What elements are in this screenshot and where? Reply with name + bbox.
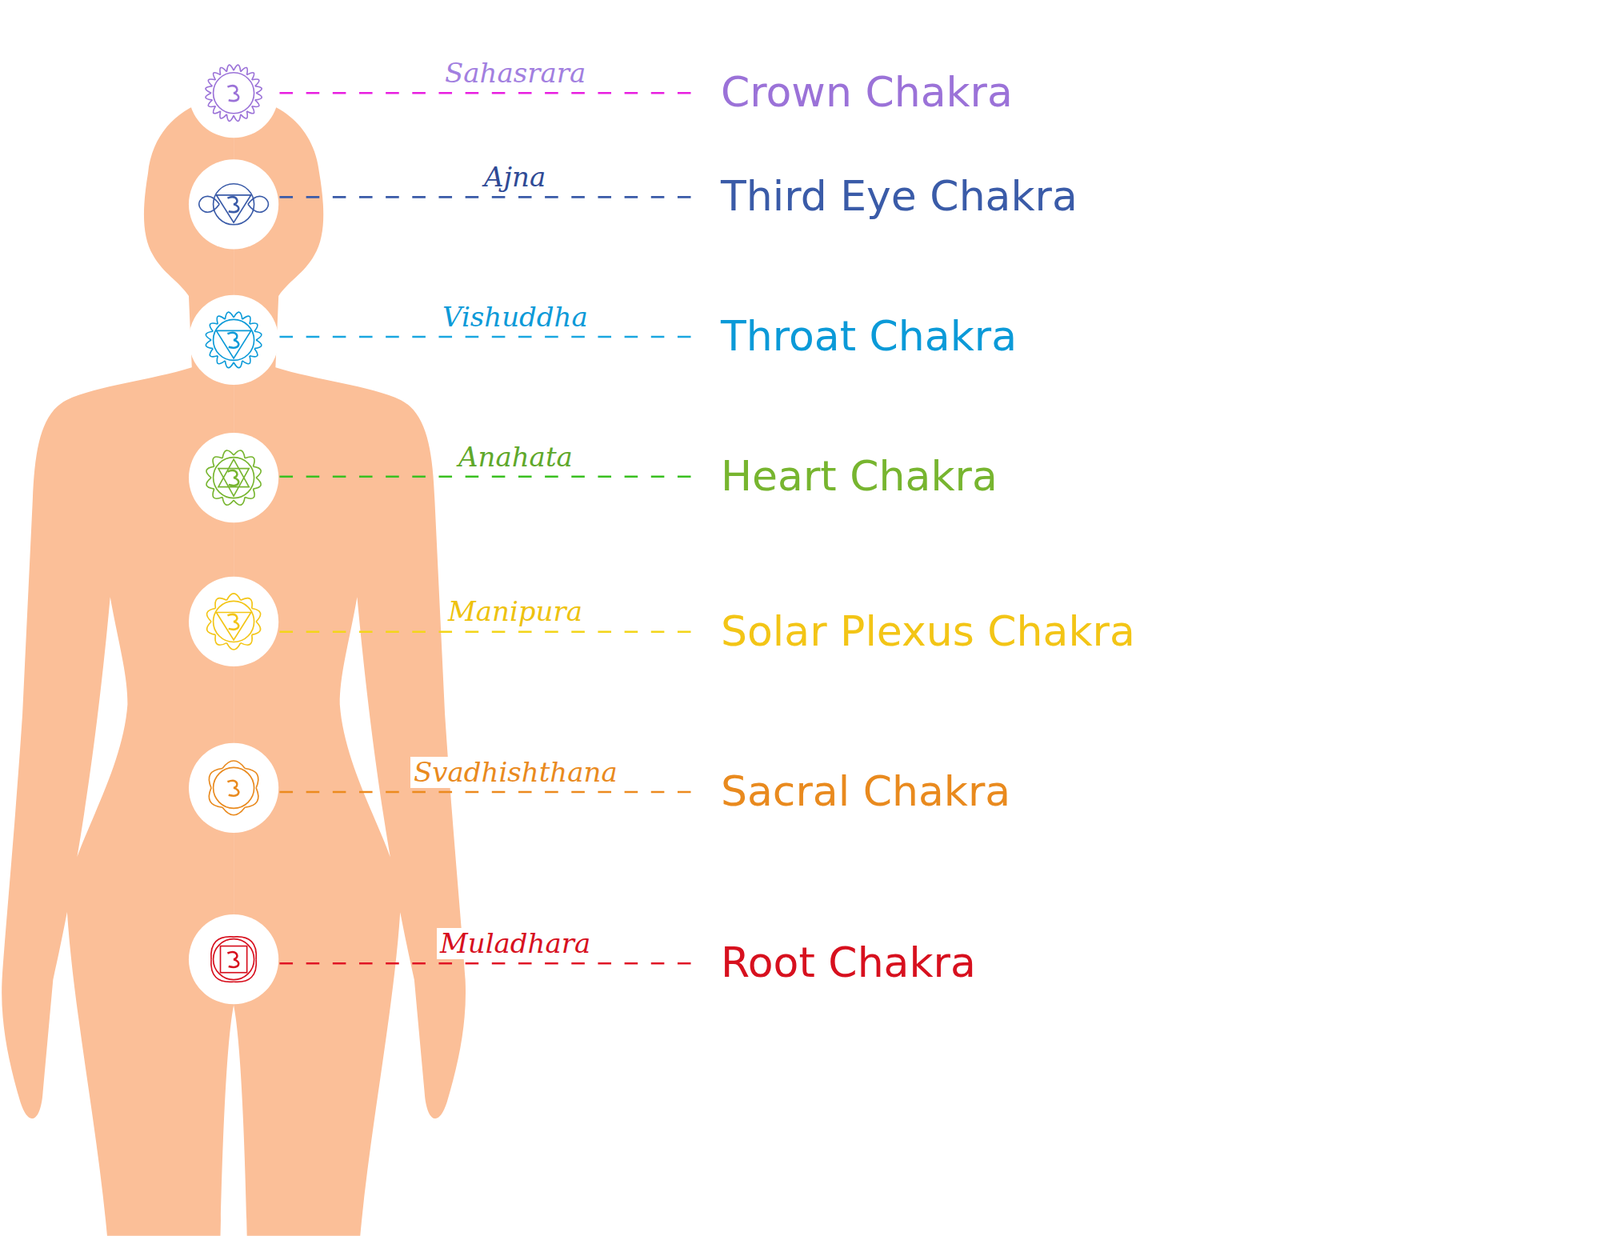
sanskrit-name: Sahasrara: [441, 57, 589, 89]
petal: [224, 312, 234, 320]
leader-line: [279, 962, 697, 965]
sanskrit-name: Vishuddha: [439, 301, 592, 333]
chakra-name: Solar Plexus Chakra: [720, 608, 1136, 656]
symbol-disc: [188, 432, 279, 523]
petal: [233, 360, 243, 368]
symbol-disc: [188, 159, 279, 249]
petal: [205, 86, 212, 94]
body-half: [1, 96, 234, 1236]
seed-glyph: [227, 85, 239, 101]
petal: [233, 312, 243, 320]
seed-glyph: [227, 196, 239, 212]
petal: [242, 316, 251, 324]
seed-glyph: [227, 952, 239, 968]
chakra-name: Heart Chakra: [720, 452, 998, 501]
chakra-name: Third Eye Chakra: [720, 172, 1078, 221]
chakra-symbol: [188, 295, 279, 385]
petal: [226, 114, 234, 121]
chakra-name: Throat Chakra: [720, 312, 1017, 361]
petal: [209, 348, 218, 357]
petal: [211, 936, 234, 960]
chakra-symbol: [188, 159, 279, 249]
symbol-disc: [188, 48, 279, 138]
petal: [226, 593, 240, 600]
inner-ring: [213, 600, 255, 642]
symbol-disc: [188, 743, 279, 833]
petal: [211, 959, 234, 982]
petal: [242, 356, 251, 364]
leader-lines: [279, 92, 697, 964]
leader-line: [279, 630, 697, 633]
leader-line: [279, 476, 697, 479]
petal: [233, 114, 241, 121]
chakra-name: Crown Chakra: [720, 68, 1013, 117]
petal: [205, 340, 213, 349]
petal: [216, 356, 225, 364]
seed-glyph: [227, 332, 239, 348]
symbol-disc: [188, 576, 279, 667]
inner-ring: [213, 72, 255, 114]
petal: [226, 64, 234, 72]
inner-ring: [213, 767, 255, 808]
inner-ring: [213, 457, 255, 499]
inner-triangle: [216, 330, 251, 358]
star: [218, 459, 249, 496]
inner-ring: [213, 184, 255, 225]
inner-triangle: [216, 195, 251, 223]
inner-ring: [213, 319, 255, 360]
chakra-symbol: [188, 432, 279, 523]
seed-glyph: [227, 470, 239, 486]
body-half: [233, 96, 466, 1236]
petal: [216, 316, 225, 324]
leader-line: [279, 92, 697, 95]
inner-ring: [213, 939, 255, 980]
leader-line: [279, 791, 697, 794]
petal: [248, 196, 269, 212]
chakra-name: Sacral Chakra: [720, 768, 1011, 816]
sanskrit-name: Ajna: [480, 161, 549, 193]
inner-triangle: [216, 612, 251, 640]
chakra-symbol: [188, 914, 279, 1004]
sanskrit-name: Svadhishthana: [410, 756, 621, 788]
petal: [199, 196, 220, 212]
petal: [233, 959, 256, 982]
petal: [226, 643, 240, 650]
leader-line: [279, 196, 697, 199]
chakra-name: Root Chakra: [720, 939, 976, 988]
symbol-disc: [188, 295, 279, 385]
petal: [224, 360, 234, 368]
petal: [205, 92, 212, 100]
inner-square: [220, 946, 248, 973]
petal: [255, 86, 262, 94]
petal: [205, 331, 213, 340]
chakra-symbol: [188, 48, 279, 138]
sanskrit-name: Anahata: [455, 441, 576, 473]
petal: [233, 64, 241, 72]
seed-glyph: [227, 780, 239, 796]
sanskrit-name: Muladhara: [436, 928, 594, 960]
petal: [254, 331, 262, 340]
chakra-symbol: [188, 743, 279, 833]
symbol-disc: [188, 914, 279, 1004]
leader-line: [279, 336, 697, 339]
chakra-symbols: [188, 48, 279, 1004]
sanskrit-name: Manipura: [444, 596, 586, 628]
body-silhouette: [1, 96, 466, 1236]
petal: [249, 348, 258, 357]
seed-glyph: [227, 614, 239, 630]
petal: [255, 92, 262, 100]
chakra-symbol: [188, 576, 279, 667]
petal: [254, 340, 262, 349]
